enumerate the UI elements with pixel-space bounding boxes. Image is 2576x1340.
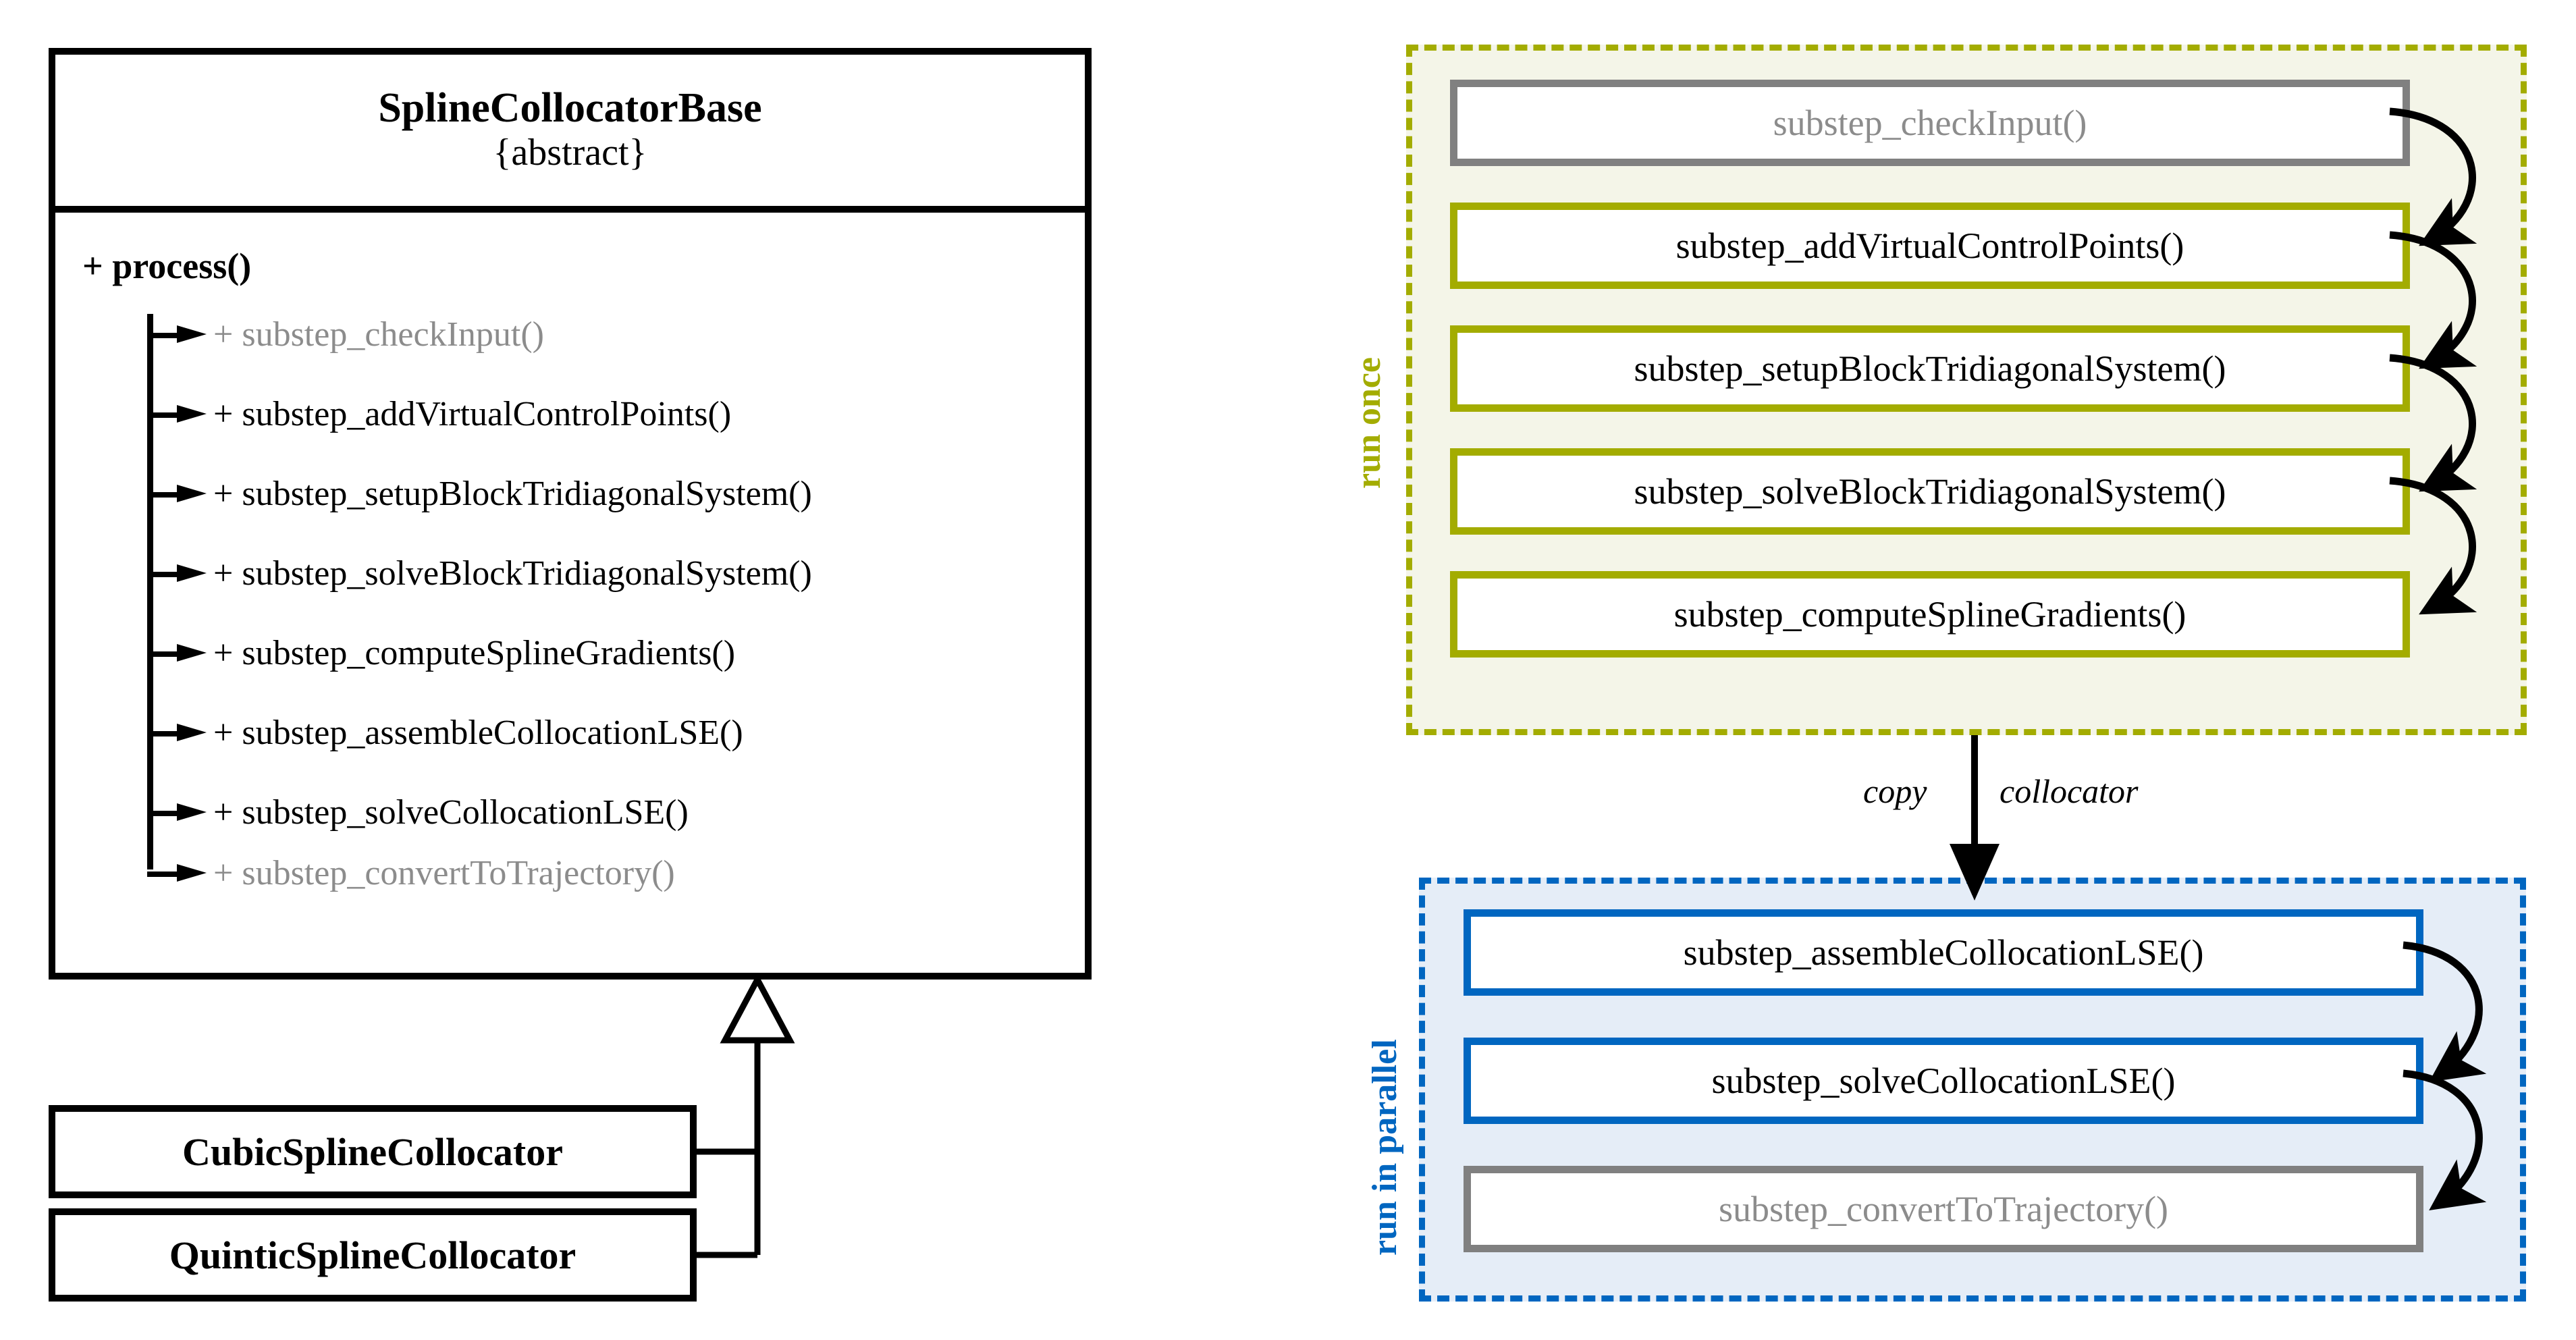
call-arrow-icon xyxy=(147,325,207,343)
transition-label-copy: copy xyxy=(1863,772,1927,810)
operation-row: + substep_assembleCollocationLSE() xyxy=(147,712,743,753)
call-arrow-icon xyxy=(147,644,207,662)
operation-row: + substep_computeSplineGradients() xyxy=(147,633,735,673)
operation-label: + substep_setupBlockTridiagonalSystem() xyxy=(213,474,812,513)
operation-row: + substep_convertToTrajectory() xyxy=(147,853,675,893)
step-substep-setupblocktridiagonalsystem: substep_setupBlockTridiagonalSystem() xyxy=(1450,325,2410,412)
operation-process: + process() xyxy=(82,246,252,286)
arrow-group-run-once xyxy=(2389,107,2477,615)
step-label: substep_setupBlockTridiagonalSystem() xyxy=(1634,348,2226,389)
call-arrow-icon xyxy=(147,405,207,423)
transition-arrow-line xyxy=(1971,735,1978,853)
step-substep-addvirtualcontrolpoints: substep_addVirtualControlPoints() xyxy=(1450,203,2410,289)
step-label: substep_checkInput() xyxy=(1773,103,2087,143)
uml-class-cubic-spline-collocator: CubicSplineCollocator xyxy=(49,1105,697,1198)
class-operations-compartment: + process() + substep_checkInput() + sub… xyxy=(55,213,1085,973)
operation-label: + substep_checkInput() xyxy=(213,315,544,354)
step-substep-checkinput: substep_checkInput() xyxy=(1450,80,2410,166)
transition-label-collocator: collocator xyxy=(2000,772,2139,810)
step-substep-solvecollocationlse: substep_solveCollocationLSE() xyxy=(1464,1038,2423,1124)
operation-label: + substep_computeSplineGradients() xyxy=(213,633,736,672)
class-title: QuinticSplineCollocator xyxy=(169,1233,576,1277)
call-trunk-line xyxy=(147,314,153,869)
step-substep-converttotrajectory: substep_convertToTrajectory() xyxy=(1464,1166,2423,1252)
operation-label: + substep_solveCollocationLSE() xyxy=(213,793,689,832)
operation-row: + substep_solveCollocationLSE() xyxy=(147,792,689,832)
operation-row: + substep_addVirtualControlPoints() xyxy=(147,394,731,434)
class-header: SplineCollocatorBase {abstract} xyxy=(55,55,1085,213)
step-substep-assemblecollocationlse: substep_assembleCollocationLSE() xyxy=(1464,909,2423,996)
step-label: substep_computeSplineGradients() xyxy=(1673,594,2186,635)
step-label: substep_convertToTrajectory() xyxy=(1718,1189,2169,1229)
call-arrow-icon xyxy=(147,864,207,882)
step-substep-computesplinegradients: substep_computeSplineGradients() xyxy=(1450,571,2410,658)
operation-label: + substep_assembleCollocationLSE() xyxy=(213,713,743,752)
step-substep-solveblocktridiagonalsystem: substep_solveBlockTridiagonalSystem() xyxy=(1450,448,2410,535)
operation-label: + substep_convertToTrajectory() xyxy=(213,853,675,892)
call-arrow-icon xyxy=(147,485,207,502)
operation-label: + substep_solveBlockTridiagonalSystem() xyxy=(213,554,812,593)
call-arrow-icon xyxy=(147,803,207,821)
uml-class-spline-collocator-base: SplineCollocatorBase {abstract} + proces… xyxy=(49,48,1092,980)
uml-class-quintic-spline-collocator: QuinticSplineCollocator xyxy=(49,1208,697,1302)
class-title: CubicSplineCollocator xyxy=(182,1129,563,1174)
step-label: substep_solveBlockTridiagonalSystem() xyxy=(1634,471,2226,512)
step-label: substep_addVirtualControlPoints() xyxy=(1675,225,2184,266)
call-arrow-icon xyxy=(147,724,207,741)
class-title: SplineCollocatorBase xyxy=(378,85,762,132)
call-arrow-icon xyxy=(147,564,207,582)
operation-label: + substep_addVirtualControlPoints() xyxy=(213,394,732,433)
arrow-group-run-in-parallel xyxy=(2403,941,2487,1211)
operation-row: + substep_checkInput() xyxy=(147,314,544,354)
step-label: substep_solveCollocationLSE() xyxy=(1711,1061,2176,1101)
class-stereotype: {abstract} xyxy=(493,132,647,174)
step-label: substep_assembleCollocationLSE() xyxy=(1683,932,2204,973)
operation-row: + substep_solveBlockTridiagonalSystem() xyxy=(147,553,812,593)
transition-arrow-head-icon xyxy=(1950,844,2000,901)
operation-row: + substep_setupBlockTridiagonalSystem() xyxy=(147,473,812,514)
